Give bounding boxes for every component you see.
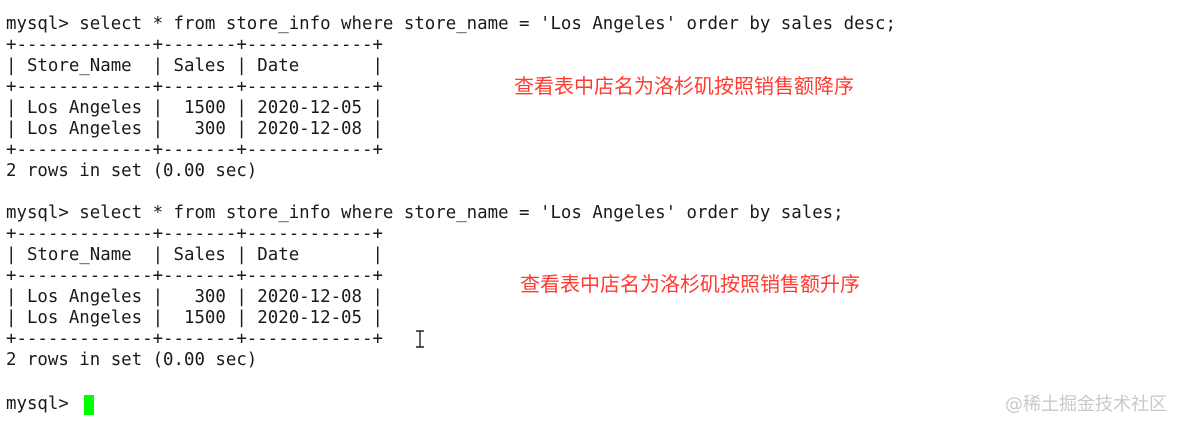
- terminal-line-border: +-------------+-------+------------+: [6, 329, 383, 349]
- terminal-line-row: | Los Angeles | 1500 | 2020-12-05 |: [6, 308, 383, 328]
- terminal-line-border: +-------------+-------+------------+: [6, 140, 383, 160]
- terminal-line-row: | Los Angeles | 300 | 2020-12-08 |: [6, 287, 383, 307]
- annotation-asc: 查看表中店名为洛杉矶按照销售额升序: [520, 272, 860, 296]
- terminal-window[interactable]: mysql> select * from store_info where st…: [6, 14, 1176, 424]
- terminal-prompt[interactable]: mysql>: [6, 394, 80, 414]
- terminal-line-border: +-------------+-------+------------+: [6, 224, 383, 244]
- annotation-desc: 查看表中店名为洛杉矶按照销售额降序: [514, 74, 854, 98]
- watermark: @稀土掘金技术社区: [1005, 394, 1167, 415]
- terminal-line-rowcount: 2 rows in set (0.00 sec): [6, 161, 258, 181]
- terminal-line-header: | Store_Name | Sales | Date |: [6, 56, 383, 76]
- terminal-line-border: +-------------+-------+------------+: [6, 266, 383, 286]
- text-cursor-icon: [416, 330, 424, 348]
- terminal-line-header: | Store_Name | Sales | Date |: [6, 245, 383, 265]
- terminal-line-border: +-------------+-------+------------+: [6, 35, 383, 55]
- terminal-line-query-2: mysql> select * from store_info where st…: [6, 203, 844, 223]
- terminal-line-row: | Los Angeles | 1500 | 2020-12-05 |: [6, 98, 383, 118]
- terminal-line-query-1: mysql> select * from store_info where st…: [6, 14, 896, 34]
- terminal-line-border: +-------------+-------+------------+: [6, 77, 383, 97]
- terminal-cursor: [84, 395, 94, 415]
- terminal-line-row: | Los Angeles | 300 | 2020-12-08 |: [6, 119, 383, 139]
- terminal-line-rowcount: 2 rows in set (0.00 sec): [6, 350, 258, 370]
